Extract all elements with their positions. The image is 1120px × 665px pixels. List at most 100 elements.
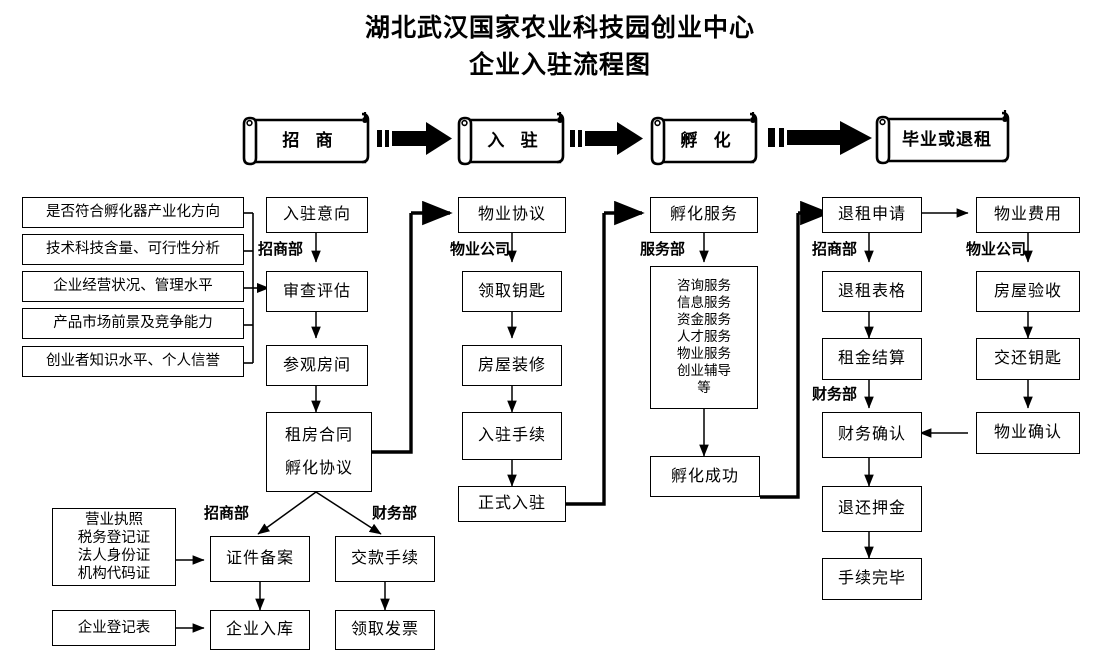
node-zhengshi-ruzhu[interactable]: 正式入驻: [458, 486, 566, 522]
link-contract-to-property: [372, 213, 413, 454]
node-label: 领取发票: [350, 621, 419, 638]
document-item: 机构代码证: [77, 566, 151, 583]
dept-label-admission-1: 招商部: [258, 241, 304, 258]
node-fuhua-chenggong[interactable]: 孵化成功: [650, 456, 760, 497]
node-lingqu-fapiao[interactable]: 领取发票: [335, 610, 435, 650]
node-caiwu-queren[interactable]: 财务确认: [822, 412, 922, 458]
node-fangwu-zhuangxiu[interactable]: 房屋装修: [462, 345, 562, 386]
criteria-box-4[interactable]: 产品市场前景及竞争能力: [22, 308, 244, 339]
node-label: 审查评估: [282, 282, 351, 300]
node-label: 企业登记表: [77, 619, 151, 636]
node-label: 租金结算: [837, 350, 906, 367]
node-qiye-ruku[interactable]: 企业入库: [210, 610, 310, 650]
node-registration-form[interactable]: 企业登记表: [52, 610, 176, 646]
stage-label: 入 驻: [487, 130, 544, 150]
document-item: 法人身份证: [77, 548, 151, 564]
dept-label-service: 服务部: [640, 241, 686, 258]
node-fuhua-fuwu[interactable]: 孵化服务: [650, 197, 758, 233]
node-rental-contract[interactable]: 租房合同 孵化协议: [266, 412, 372, 492]
stage-banner-fuhua[interactable]: 孵 化: [648, 110, 763, 166]
banner-shape: [242, 112, 370, 166]
node-label: 交还钥匙: [993, 350, 1062, 367]
dept-label-admission-3: 招商部: [204, 505, 250, 522]
stage-banner-zhaoshang[interactable]: 招 商: [240, 110, 375, 166]
node-label: 证件备案: [225, 550, 294, 567]
node-canguan-fangjian[interactable]: 参观房间: [266, 345, 368, 386]
dept-label-admission-2: 招商部: [812, 241, 858, 258]
node-label: 房屋验收: [993, 282, 1062, 300]
criteria-label: 是否符合孵化器产业化方向: [46, 204, 220, 221]
node-ruzhu-yixiang[interactable]: 入驻意向: [266, 197, 368, 233]
dept-label-finance-2: 财务部: [372, 505, 418, 522]
node-label: 手续完毕: [837, 570, 906, 587]
service-item: 咨询服务: [677, 278, 731, 294]
node-label: 入驻意向: [282, 206, 351, 223]
contract-line-1: 租房合同: [284, 426, 353, 444]
criteria-box-3[interactable]: 企业经营状况、管理水平: [22, 271, 244, 302]
stage-label: 招 商: [282, 130, 339, 150]
criteria-box-2[interactable]: 技术科技含量、可行性分析: [22, 234, 244, 265]
node-tuizu-shenqing[interactable]: 退租申请: [822, 197, 922, 233]
node-shouxu-wanbi[interactable]: 手续完毕: [822, 558, 922, 600]
stage-arrow-2: [570, 122, 643, 155]
node-fangwu-yanshou[interactable]: 房屋验收: [976, 271, 1080, 312]
page-title-line2: 企业入驻流程图: [468, 52, 651, 79]
node-label: 退还押金: [837, 500, 906, 517]
criteria-box-5[interactable]: 创业者知识水平、个人信誉: [22, 346, 244, 377]
stage-banner-ruzhu[interactable]: 入 驻: [455, 110, 570, 166]
service-item: 等: [697, 379, 711, 395]
bottom-fan-links: [257, 491, 382, 535]
node-label: 参观房间: [282, 356, 351, 374]
service-item: 创业辅导: [677, 362, 731, 378]
dept-label-property-2: 物业公司: [966, 241, 1027, 258]
node-documents-list[interactable]: 营业执照 税务登记证 法人身份证 机构代码证: [52, 508, 176, 586]
node-ruzhu-shouxu[interactable]: 入驻手续: [462, 412, 562, 460]
banner-shape: [457, 112, 565, 166]
node-services-list[interactable]: 咨询服务 信息服务 资金服务 人才服务 物业服务 创业辅导 等: [650, 266, 758, 409]
node-tuihuan-yajin[interactable]: 退还押金: [822, 486, 922, 532]
node-lingqu-yaoshi[interactable]: 领取钥匙: [462, 271, 562, 312]
banner-shape: [650, 112, 758, 166]
page-title-line1: 湖北武汉国家农业科技园创业中心: [364, 15, 755, 42]
node-label: 领取钥匙: [477, 282, 546, 300]
node-label: 退租申请: [837, 206, 906, 223]
contract-line-2: 孵化协议: [284, 459, 353, 477]
dept-label-property-1: 物业公司: [450, 241, 511, 258]
stage-label: 毕业或退租: [902, 129, 992, 149]
node-label: 孵化服务: [669, 206, 738, 223]
criteria-label: 技术科技含量、可行性分析: [46, 241, 220, 258]
node-label: 物业费用: [993, 206, 1062, 223]
node-zujin-jiesuan[interactable]: 租金结算: [822, 338, 922, 380]
node-label: 交款手续: [350, 550, 419, 567]
stage-arrow-3: [768, 121, 872, 155]
criteria-box-1[interactable]: 是否符合孵化器产业化方向: [22, 197, 244, 228]
dept-label-finance-1: 财务部: [812, 386, 858, 403]
node-jiaohuan-yaoshi[interactable]: 交还钥匙: [976, 338, 1080, 380]
node-label: 正式入驻: [477, 495, 546, 512]
node-label: 财务确认: [837, 426, 906, 443]
node-wuye-xieyi[interactable]: 物业协议: [458, 197, 566, 233]
banner-shape: [875, 110, 1010, 165]
service-item: 信息服务: [677, 295, 731, 311]
node-tuizu-biaoge[interactable]: 退租表格: [822, 271, 922, 312]
stage-arrow-1: [377, 122, 452, 155]
node-label: 退租表格: [837, 282, 906, 300]
link-formal-to-incubation: [566, 213, 606, 506]
criteria-label: 产品市场前景及竞争能力: [53, 315, 213, 332]
stage-banner-biye[interactable]: 毕业或退租: [873, 108, 1015, 166]
node-label: 入驻手续: [477, 427, 546, 444]
node-zhengjian-bei-an[interactable]: 证件备案: [210, 536, 310, 582]
criteria-label: 创业者知识水平、个人信誉: [46, 353, 220, 370]
link-success-to-exit: [760, 213, 800, 499]
stage-label: 孵 化: [680, 130, 737, 150]
document-item: 营业执照: [85, 511, 143, 528]
node-label: 房屋装修: [477, 356, 546, 374]
service-item: 人才服务: [677, 329, 731, 345]
service-item: 资金服务: [677, 312, 731, 328]
node-wuye-queren[interactable]: 物业确认: [976, 412, 1080, 454]
node-jiaokuan-shouxu[interactable]: 交款手续: [335, 536, 435, 582]
node-shencha-pinggu[interactable]: 审查评估: [266, 271, 368, 312]
node-wuye-feiyong[interactable]: 物业费用: [976, 197, 1080, 233]
criteria-label: 企业经营状况、管理水平: [53, 278, 213, 295]
